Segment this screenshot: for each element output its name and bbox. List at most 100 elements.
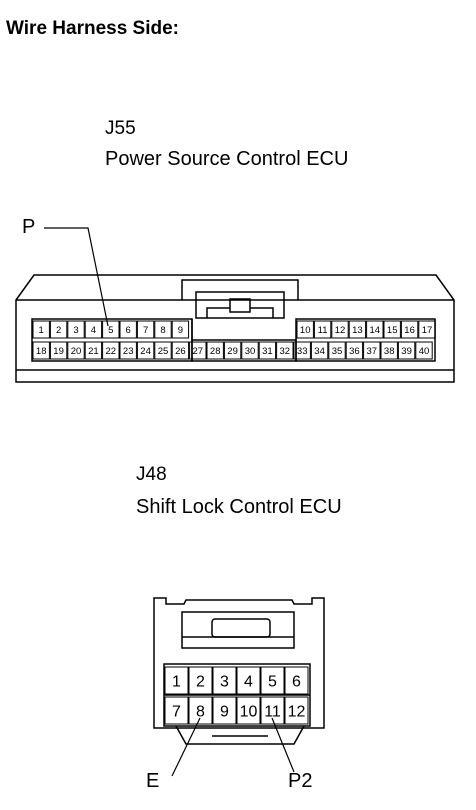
- j55-pin-29: 29: [227, 346, 238, 357]
- j55-pin-7-cell: [136, 320, 155, 339]
- j55-pin-35-cell: [328, 341, 346, 360]
- j55-pin-14-cell: [366, 320, 384, 339]
- j55-lock-left-notch: [206, 307, 230, 318]
- j55-pin-19-cell: [49, 341, 68, 360]
- j55-lock-inner: [195, 291, 285, 319]
- j55-pin-31: 31: [262, 346, 273, 357]
- j55-pin-27-cell: [189, 341, 207, 360]
- j55-pin-1-cell: [32, 320, 50, 339]
- j48-pin-3-cell: [212, 666, 237, 695]
- callout-label-p2: P2: [288, 770, 313, 792]
- j48-bottom-tab: [175, 725, 305, 745]
- j55-pin-33: 33: [297, 346, 308, 357]
- connector-j48-code: J48: [136, 464, 167, 485]
- j55-pin-10: 10: [300, 325, 311, 336]
- j55-pin-18-cell: [32, 341, 50, 360]
- j48-pin-3: 3: [220, 673, 229, 690]
- j55-pin-39-cell: [397, 341, 416, 360]
- j48-pin-4-cell: [236, 666, 261, 695]
- callout-label-e: E: [146, 770, 160, 792]
- j55-pin-23-cell: [119, 341, 137, 360]
- j55-pin-40-cell: [415, 341, 433, 360]
- j55-pin-18: 18: [36, 346, 47, 357]
- j48-pin-8: 8: [196, 703, 205, 720]
- j55-pin-19: 19: [53, 346, 64, 357]
- j55-pin-26-cell: [171, 341, 190, 360]
- j55-pin-36: 36: [349, 346, 360, 357]
- j48-lock-tab: [181, 611, 295, 649]
- j55-pin-39: 39: [401, 346, 412, 357]
- j55-pin-9: 9: [178, 325, 183, 336]
- j55-pin-3: 3: [73, 325, 78, 336]
- j55-pin-25: 25: [158, 346, 169, 357]
- j55-pin-17-cell: [418, 320, 436, 339]
- j55-pin-28: 28: [210, 346, 221, 357]
- j48-pin-1-cell: [164, 666, 189, 695]
- j48-pin-9-cell: [212, 696, 237, 725]
- j55-pin-16-cell: [400, 320, 419, 339]
- j55-pin-22-cell: [102, 341, 120, 360]
- j48-lock-button: [211, 618, 271, 638]
- j55-pin-38-cell: [380, 341, 398, 360]
- j55-pin-24: 24: [140, 346, 151, 357]
- j55-pin-31-cell: [258, 341, 277, 360]
- j55-pin-6-cell: [119, 320, 137, 339]
- j48-pin-5: 5: [268, 673, 277, 690]
- j55-pin-34: 34: [314, 346, 325, 357]
- connector-j55-name: Power Source Control ECU: [105, 148, 349, 170]
- j55-pin-8-cell: [154, 320, 172, 339]
- callout-leader-e: [171, 717, 201, 777]
- callout-leader-p2: [271, 717, 295, 773]
- j55-pin-20: 20: [71, 346, 82, 357]
- j48-pin-6-cell: [284, 666, 309, 695]
- j55-pin-12: 12: [335, 325, 346, 336]
- j55-pin-22: 22: [106, 346, 117, 357]
- j55-pin-7: 7: [143, 325, 148, 336]
- j48-pin-7: 7: [172, 703, 181, 720]
- j55-lock-right-notch: [250, 307, 274, 318]
- j55-pin-37-cell: [363, 341, 381, 360]
- j48-pin-9: 9: [220, 703, 229, 720]
- j55-pin-block-middle: [191, 339, 297, 362]
- j48-pin-2-cell: [188, 666, 213, 695]
- j48-connector-body: [153, 597, 325, 729]
- j55-pin-26: 26: [175, 346, 186, 357]
- j55-pin-15: 15: [387, 325, 398, 336]
- j55-pin-8: 8: [160, 325, 165, 336]
- j48-pin-11: 11: [264, 703, 281, 720]
- j48-pin-8-cell: [188, 696, 213, 725]
- j55-pin-11: 11: [318, 325, 328, 336]
- j55-pin-14: 14: [370, 325, 381, 336]
- j55-pin-11-cell: [313, 320, 332, 339]
- callout-leader-p: [44, 227, 109, 327]
- j55-pin-9-cell: [171, 320, 190, 339]
- callout-label-p: P: [22, 216, 36, 238]
- j48-pin-10: 10: [240, 703, 258, 720]
- j55-pin-35: 35: [332, 346, 343, 357]
- j55-pin-15-cell: [383, 320, 401, 339]
- j55-pin-1: 1: [39, 325, 44, 336]
- j55-pin-34-cell: [310, 341, 329, 360]
- j55-pin-20-cell: [67, 341, 85, 360]
- j55-pin-12-cell: [331, 320, 349, 339]
- j55-pin-33-cell: [293, 341, 311, 360]
- j55-pin-3-cell: [67, 320, 85, 339]
- j55-lock-button: [229, 298, 251, 313]
- j55-lock-tab: [181, 279, 299, 300]
- j48-pin-12: 12: [288, 703, 306, 720]
- j55-pin-40: 40: [419, 346, 430, 357]
- j55-pin-4-cell: [84, 320, 103, 339]
- j48-pin-4: 4: [244, 673, 253, 690]
- page-title: Wire Harness Side:: [6, 18, 180, 39]
- j55-pin-29-cell: [223, 341, 242, 360]
- j55-pin-23: 23: [123, 346, 134, 357]
- j55-pin-16: 16: [404, 325, 415, 336]
- j48-pin-11-cell: [260, 696, 285, 725]
- j55-pin-5: 5: [108, 325, 113, 336]
- j48-pin-2: 2: [196, 673, 205, 690]
- j55-pin-25-cell: [154, 341, 172, 360]
- j55-pin-30-cell: [241, 341, 259, 360]
- j55-pin-2: 2: [56, 325, 61, 336]
